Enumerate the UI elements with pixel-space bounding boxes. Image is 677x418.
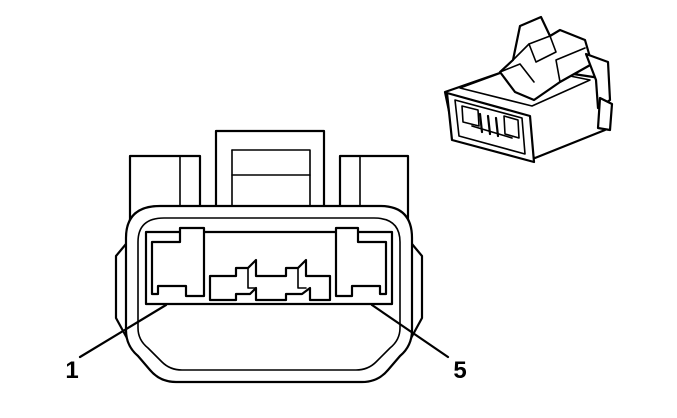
pin-callouts: 1 5 (65, 303, 467, 384)
connector-isometric-view (443, 15, 614, 164)
pin-5-label: 5 (453, 357, 466, 384)
pin-1-leader-line (78, 303, 168, 359)
pin-1-label: 1 (65, 357, 78, 384)
pin-5-leader-line (370, 303, 450, 359)
connector-front-view (114, 129, 424, 384)
cavity-1 (150, 226, 206, 298)
cavity-5 (334, 226, 388, 298)
terminal-cavities (208, 258, 332, 302)
